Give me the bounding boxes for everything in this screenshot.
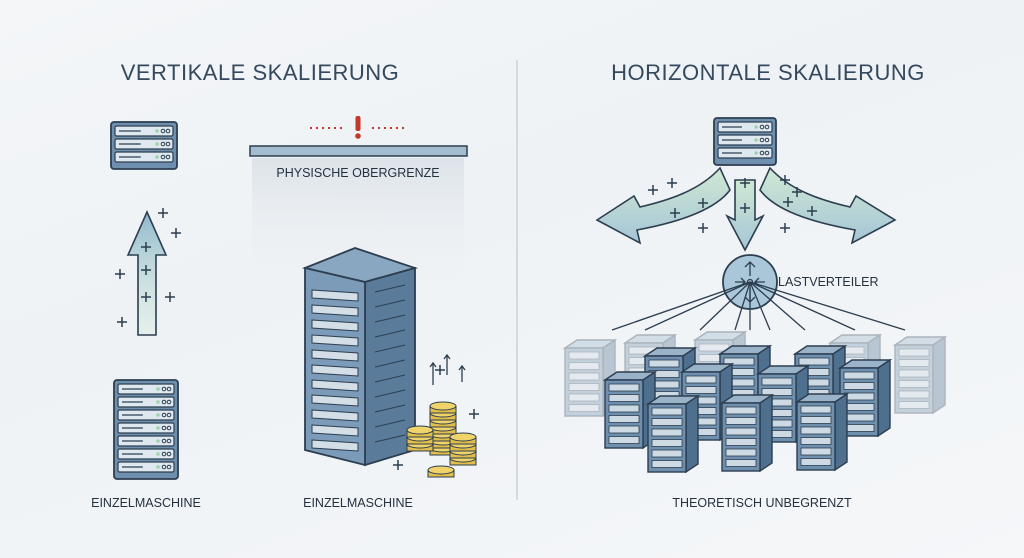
connection-line [734,281,751,331]
connection-line [749,281,856,331]
load-balancer-label: LASTVERTEILER [778,275,879,289]
plus-icon [158,208,168,218]
plus-icon [393,460,403,470]
coins-icon [406,353,477,478]
connection-line [699,281,751,331]
server-tower-icon [719,393,775,473]
server-tower-icon [645,394,701,474]
source-server-icon [713,117,777,166]
plus-icon [792,187,802,197]
physical-limit [249,127,468,298]
connection-line [644,281,751,331]
plus-icon [698,223,708,233]
plus-icon [165,292,175,302]
vertical-scaling-title: VERTIKALE SKALIERUNG [120,60,400,85]
plus-icon [469,409,479,419]
plus-icon [780,175,790,185]
single-machine-label-left: EINZELMASCHINE [91,496,201,510]
connection-line [611,281,751,331]
plus-icon [780,223,790,233]
plus-icon [698,198,708,208]
server-tower-icon [602,370,658,450]
server-rack-icon [113,379,179,480]
plus-icon [667,178,677,188]
connection-line [749,281,771,331]
plus-icon [740,203,750,213]
plus-icon [435,365,445,375]
large-server-tower-icon [302,247,419,467]
server-tower-icon [892,335,948,415]
small-server-icon [110,121,178,170]
plus-icon [141,242,151,252]
plus-icon [141,292,151,302]
connection-line [749,281,906,331]
plus-icon [740,178,750,188]
physical-limit-label: PHYSISCHE OBERGRENZE [276,166,440,180]
connection-line [749,281,806,331]
plus-icon [648,185,658,195]
plus-icon [783,197,793,207]
plus-icon [807,206,817,216]
plus-icon [670,208,680,218]
plus-icon [171,228,181,238]
distribution-arrows-icon [595,166,897,252]
warning-icon [355,116,361,139]
unlimited-label: THEORETISCH UNBEGRENZT [672,496,852,510]
plus-icon [115,269,125,279]
plus-icon [141,265,151,275]
plus-icon [117,317,127,327]
single-machine-label-right: EINZELMASCHINE [303,496,413,510]
server-tower-icon [794,392,850,472]
arrow-up-icon [126,210,168,336]
horizontal-scaling-title: HORIZONTALE SKALIERUNG [611,60,925,85]
load-balancer-connections [611,281,906,331]
